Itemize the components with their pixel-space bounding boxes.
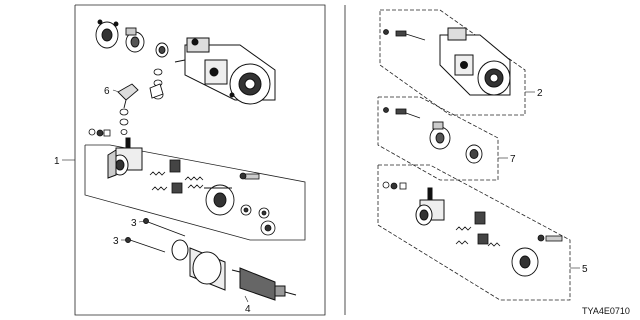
callout-3-lower[interactable]: 3 <box>113 236 119 247</box>
diagram-code: TYA4E0710 <box>582 306 630 316</box>
kit-5-brushes-icon <box>455 211 501 247</box>
solenoid-icon <box>107 137 143 179</box>
pinion-icon <box>155 42 169 58</box>
end-cover-icon <box>204 184 235 216</box>
yoke-icon <box>171 239 226 291</box>
kit-2-starter-icon <box>439 27 511 96</box>
through-bolt-lower-icon <box>125 237 166 253</box>
terminal-hardware-icon <box>88 128 111 137</box>
through-bolt-upper-icon <box>143 218 186 237</box>
callout-2[interactable]: 2 <box>537 88 543 99</box>
kit-2-bolt-icon <box>383 29 426 41</box>
washer-set-icon <box>240 204 276 236</box>
kit-7-frame[interactable] <box>377 96 499 181</box>
kit-7-gear-icon <box>429 121 451 150</box>
callout-5[interactable]: 5 <box>582 264 588 275</box>
callout-3-upper[interactable]: 3 <box>131 218 137 229</box>
lever-bracket-icon <box>117 83 164 109</box>
kit-5-terminal-icon <box>382 181 407 190</box>
kit-7-bolt-icon <box>383 107 421 119</box>
callout-4[interactable]: 4 <box>245 304 251 315</box>
kit-5-solenoid-icon <box>415 187 445 226</box>
brush-holder-icon <box>149 159 183 194</box>
leader-3a <box>138 220 146 223</box>
callout-1[interactable]: 1 <box>54 156 60 167</box>
armature-icon <box>231 267 297 301</box>
small-parts-column-icon <box>119 108 129 135</box>
assembly-frame-left <box>74 4 326 316</box>
kit-2-frame[interactable] <box>379 9 526 116</box>
kit-7-pinion-icon <box>465 144 483 164</box>
kit-5-frame[interactable] <box>377 164 571 301</box>
bolt-screw-icon <box>239 172 260 180</box>
spring-pair-icon <box>184 176 204 189</box>
end-cover-subframe <box>84 144 306 241</box>
drive-gear-icon <box>125 27 145 53</box>
starter-motor-assembly-icon <box>174 37 276 105</box>
leader-4 <box>244 295 249 303</box>
kit-5-end-cover-icon <box>511 247 539 277</box>
leader-6 <box>112 89 120 93</box>
front-housing-icon <box>95 19 119 49</box>
callout-6[interactable]: 6 <box>104 86 110 97</box>
callout-7[interactable]: 7 <box>510 154 516 165</box>
kit-5-bolt-icon <box>537 234 563 242</box>
